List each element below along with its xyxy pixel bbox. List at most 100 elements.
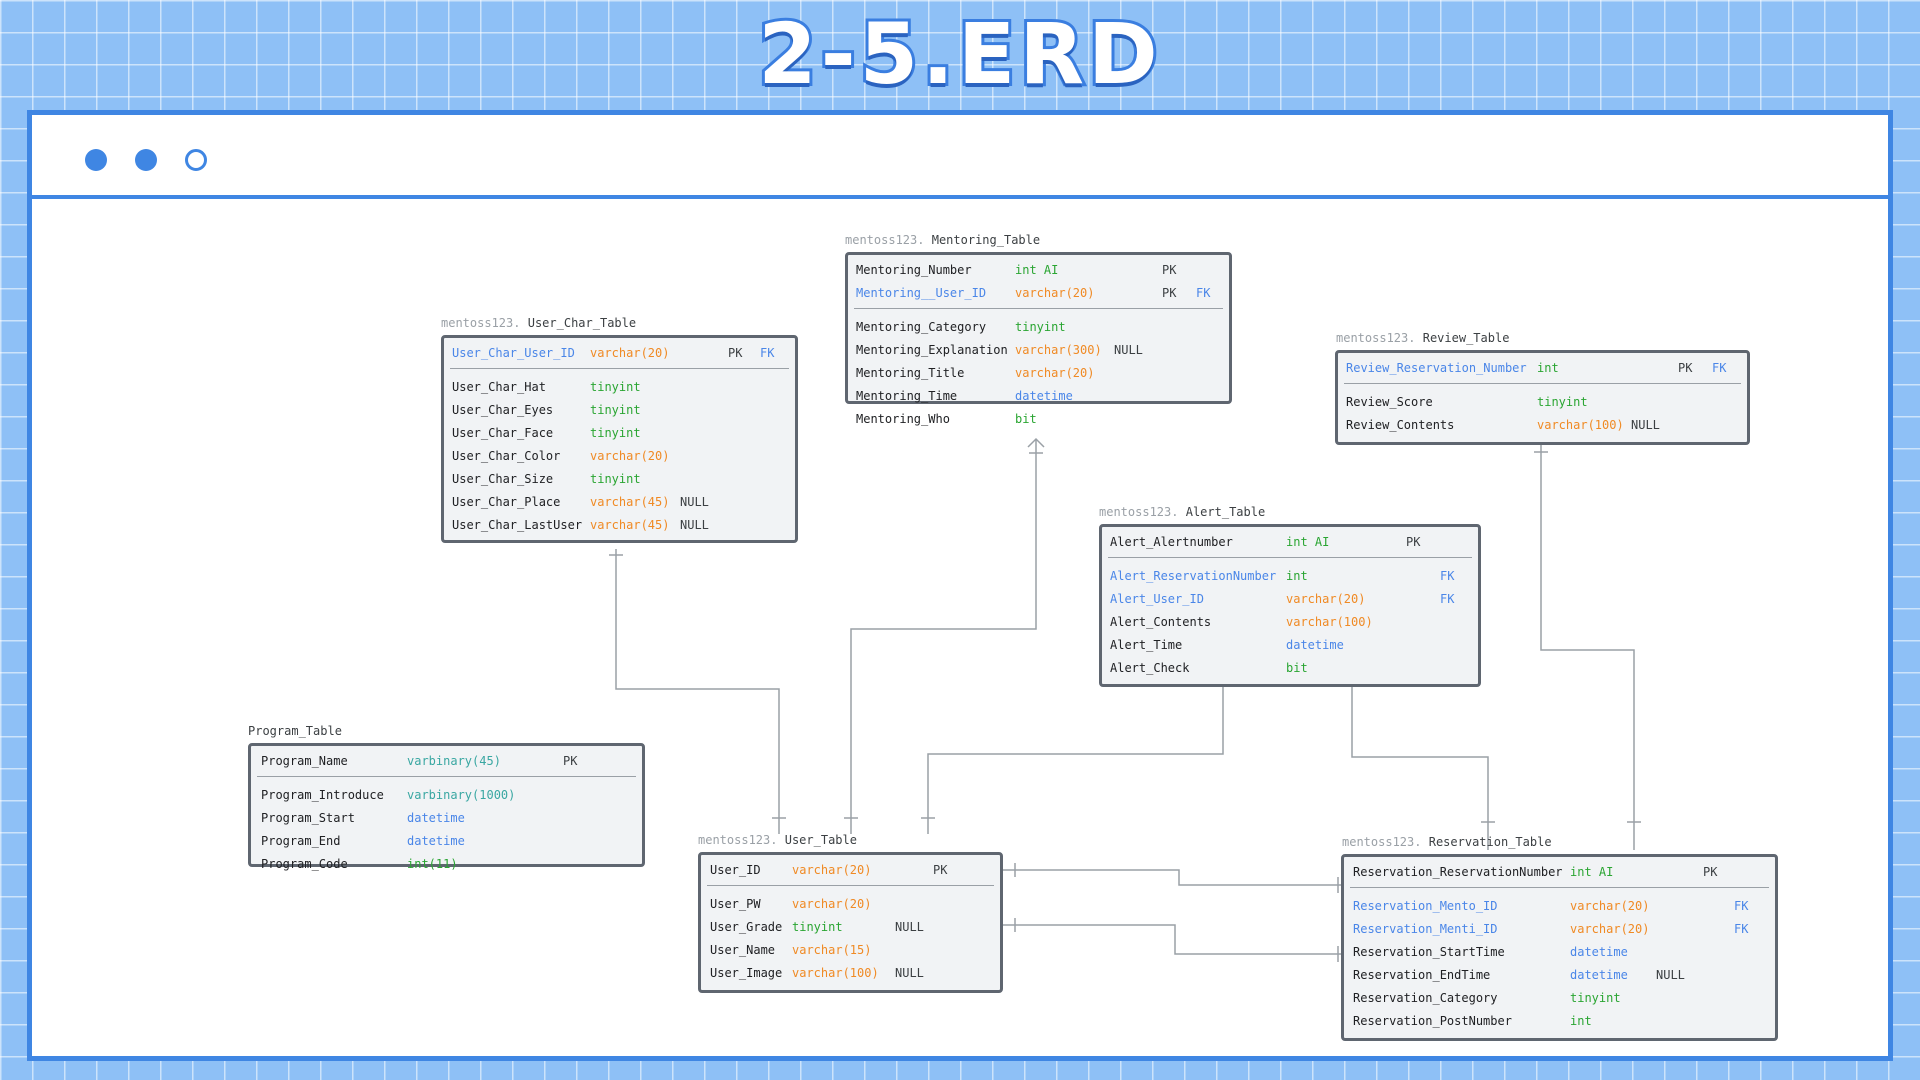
column-name: Reservation_Menti_ID: [1353, 922, 1498, 936]
table-row: Program_Start datetime: [257, 807, 636, 830]
table-row: User_Char_Place varchar(45) NULL: [450, 491, 789, 514]
column-type: bit: [1015, 412, 1037, 426]
column-type: bit: [1286, 661, 1308, 675]
column-name: Program_Introduce: [261, 788, 384, 802]
table-row: Mentoring_Number int AI PK: [854, 259, 1223, 282]
window-dot-outline[interactable]: [185, 149, 207, 171]
column-type: tinyint: [590, 403, 641, 417]
column-type: int AI: [1286, 535, 1330, 549]
divider: [707, 885, 994, 886]
table-name: Reservation_Table: [1428, 835, 1552, 849]
reservation-table[interactable]: Reservation_ReservationNumber int AI PK …: [1341, 854, 1778, 1041]
divider: [450, 368, 789, 369]
column-type: tinyint: [1570, 991, 1621, 1005]
column-name: Reservation_Category: [1353, 991, 1498, 1005]
table-row: Reservation_Mento_ID varchar(20) FK: [1350, 895, 1769, 918]
column-type: varchar(20): [792, 897, 872, 911]
mentoring-table-label: mentoss123. Mentoring_Table: [845, 233, 1040, 247]
fk-flag: FK: [760, 346, 775, 360]
user-char-table[interactable]: User_Char_User_ID varchar(20) PK FK User…: [441, 335, 798, 543]
column-name: Mentoring_Number: [856, 263, 972, 277]
window-dot-filled-1[interactable]: [85, 149, 107, 171]
table-name: Program_Table: [248, 724, 342, 738]
table-row: Program_Introduce varbinary(1000): [257, 784, 636, 807]
column-type: varchar(100): [792, 966, 879, 980]
user-table[interactable]: User_ID varchar(20) PK User_PW varchar(2…: [698, 852, 1003, 993]
column-name: Reservation_EndTime: [1353, 968, 1491, 982]
column-type: varchar(20): [1015, 366, 1095, 380]
null-flag: NULL: [1656, 968, 1685, 982]
schema-name: mentoss123.: [1342, 835, 1422, 849]
column-name: Alert_Alertnumber: [1110, 535, 1233, 549]
fk-flag: FK: [1196, 286, 1211, 300]
column-name: User_Char_Eyes: [452, 403, 554, 417]
column-type: varbinary(1000): [407, 788, 516, 802]
column-type: int: [1286, 569, 1308, 583]
pk-flag: PK: [1162, 263, 1177, 277]
table-name: Review_Table: [1422, 331, 1510, 345]
table-row: User_Char_Face tinyint: [450, 422, 789, 445]
column-name: Mentoring_Who: [856, 412, 950, 426]
table-row: Mentoring_Title varchar(20): [854, 362, 1223, 385]
review-table-label: mentoss123. Review_Table: [1336, 331, 1509, 345]
column-name: Review_Score: [1346, 395, 1433, 409]
column-type: varchar(100): [1286, 615, 1373, 629]
table-row: User_Char_Size tinyint: [450, 468, 789, 491]
table-row: Reservation_Category tinyint: [1350, 987, 1769, 1010]
column-name: Program_Start: [261, 811, 355, 825]
fk-flag: FK: [1712, 361, 1727, 375]
table-row: Review_Contents varchar(100) NULL: [1344, 414, 1741, 437]
schema-name: mentoss123.: [1099, 505, 1179, 519]
diagram-window: mentoss123. Mentoring_Table Mentoring_Nu…: [27, 110, 1893, 1061]
table-row: User_Char_User_ID varchar(20) PK FK: [450, 342, 789, 365]
table-row: User_Image varchar(100) NULL: [707, 962, 994, 985]
column-name: Alert_ReservationNumber: [1110, 569, 1277, 583]
column-type: tinyint: [590, 472, 641, 486]
table-row: User_Char_LastUser varchar(45) NULL: [450, 514, 789, 537]
column-type: varchar(20): [792, 863, 872, 877]
program-table[interactable]: Program_Name varbinary(45) PK Program_In…: [248, 743, 645, 871]
pk-flag: PK: [1703, 865, 1718, 879]
column-type: tinyint: [1537, 395, 1588, 409]
column-type: varchar(20): [1570, 922, 1650, 936]
table-row: User_Char_Eyes tinyint: [450, 399, 789, 422]
column-name: User_Char_Face: [452, 426, 554, 440]
column-name: Reservation_StartTime: [1353, 945, 1505, 959]
null-flag: NULL: [1631, 418, 1660, 432]
column-type: datetime: [407, 834, 465, 848]
table-row: Mentoring_Category tinyint: [854, 316, 1223, 339]
page-title: 2-5.ERD: [755, 3, 1162, 105]
window-dot-filled-2[interactable]: [135, 149, 157, 171]
table-row: User_ID varchar(20) PK: [707, 859, 994, 882]
column-name: User_Grade: [710, 920, 783, 934]
divider: [1350, 887, 1769, 888]
column-name: Program_Name: [261, 754, 348, 768]
pk-flag: PK: [933, 863, 948, 877]
table-row: Program_End datetime: [257, 830, 636, 853]
column-name: Reservation_Mento_ID: [1353, 899, 1498, 913]
table-row: User_Name varchar(15): [707, 939, 994, 962]
fk-flag: FK: [1734, 899, 1749, 913]
pk-flag: PK: [563, 754, 578, 768]
table-row: Alert_Check bit: [1108, 657, 1472, 680]
alert-table[interactable]: Alert_Alertnumber int AI PK Alert_Reserv…: [1099, 524, 1481, 687]
user-char-table-label: mentoss123. User_Char_Table: [441, 316, 636, 330]
column-name: Review_Reservation_Number: [1346, 361, 1527, 375]
column-name: Alert_Time: [1110, 638, 1183, 652]
pk-flag: PK: [1162, 286, 1177, 300]
null-flag: NULL: [895, 920, 924, 934]
column-name: Alert_Check: [1110, 661, 1190, 675]
column-type: int AI: [1570, 865, 1614, 879]
program-table-label: Program_Table: [248, 724, 342, 738]
table-name: User_Char_Table: [527, 316, 637, 330]
column-name: Mentoring_Title: [856, 366, 965, 380]
fk-flag: FK: [1440, 569, 1455, 583]
table-row: User_PW varchar(20): [707, 893, 994, 916]
review-table[interactable]: Review_Reservation_Number int PK FK Revi…: [1335, 350, 1750, 445]
table-row: Alert_Time datetime: [1108, 634, 1472, 657]
mentoring-table[interactable]: Mentoring_Number int AI PK Mentoring__Us…: [845, 252, 1232, 426]
divider: [1108, 557, 1472, 558]
column-type: tinyint: [792, 920, 843, 934]
table-row: Mentoring_Time datetime: [854, 385, 1223, 408]
column-type: int(11): [407, 857, 458, 871]
